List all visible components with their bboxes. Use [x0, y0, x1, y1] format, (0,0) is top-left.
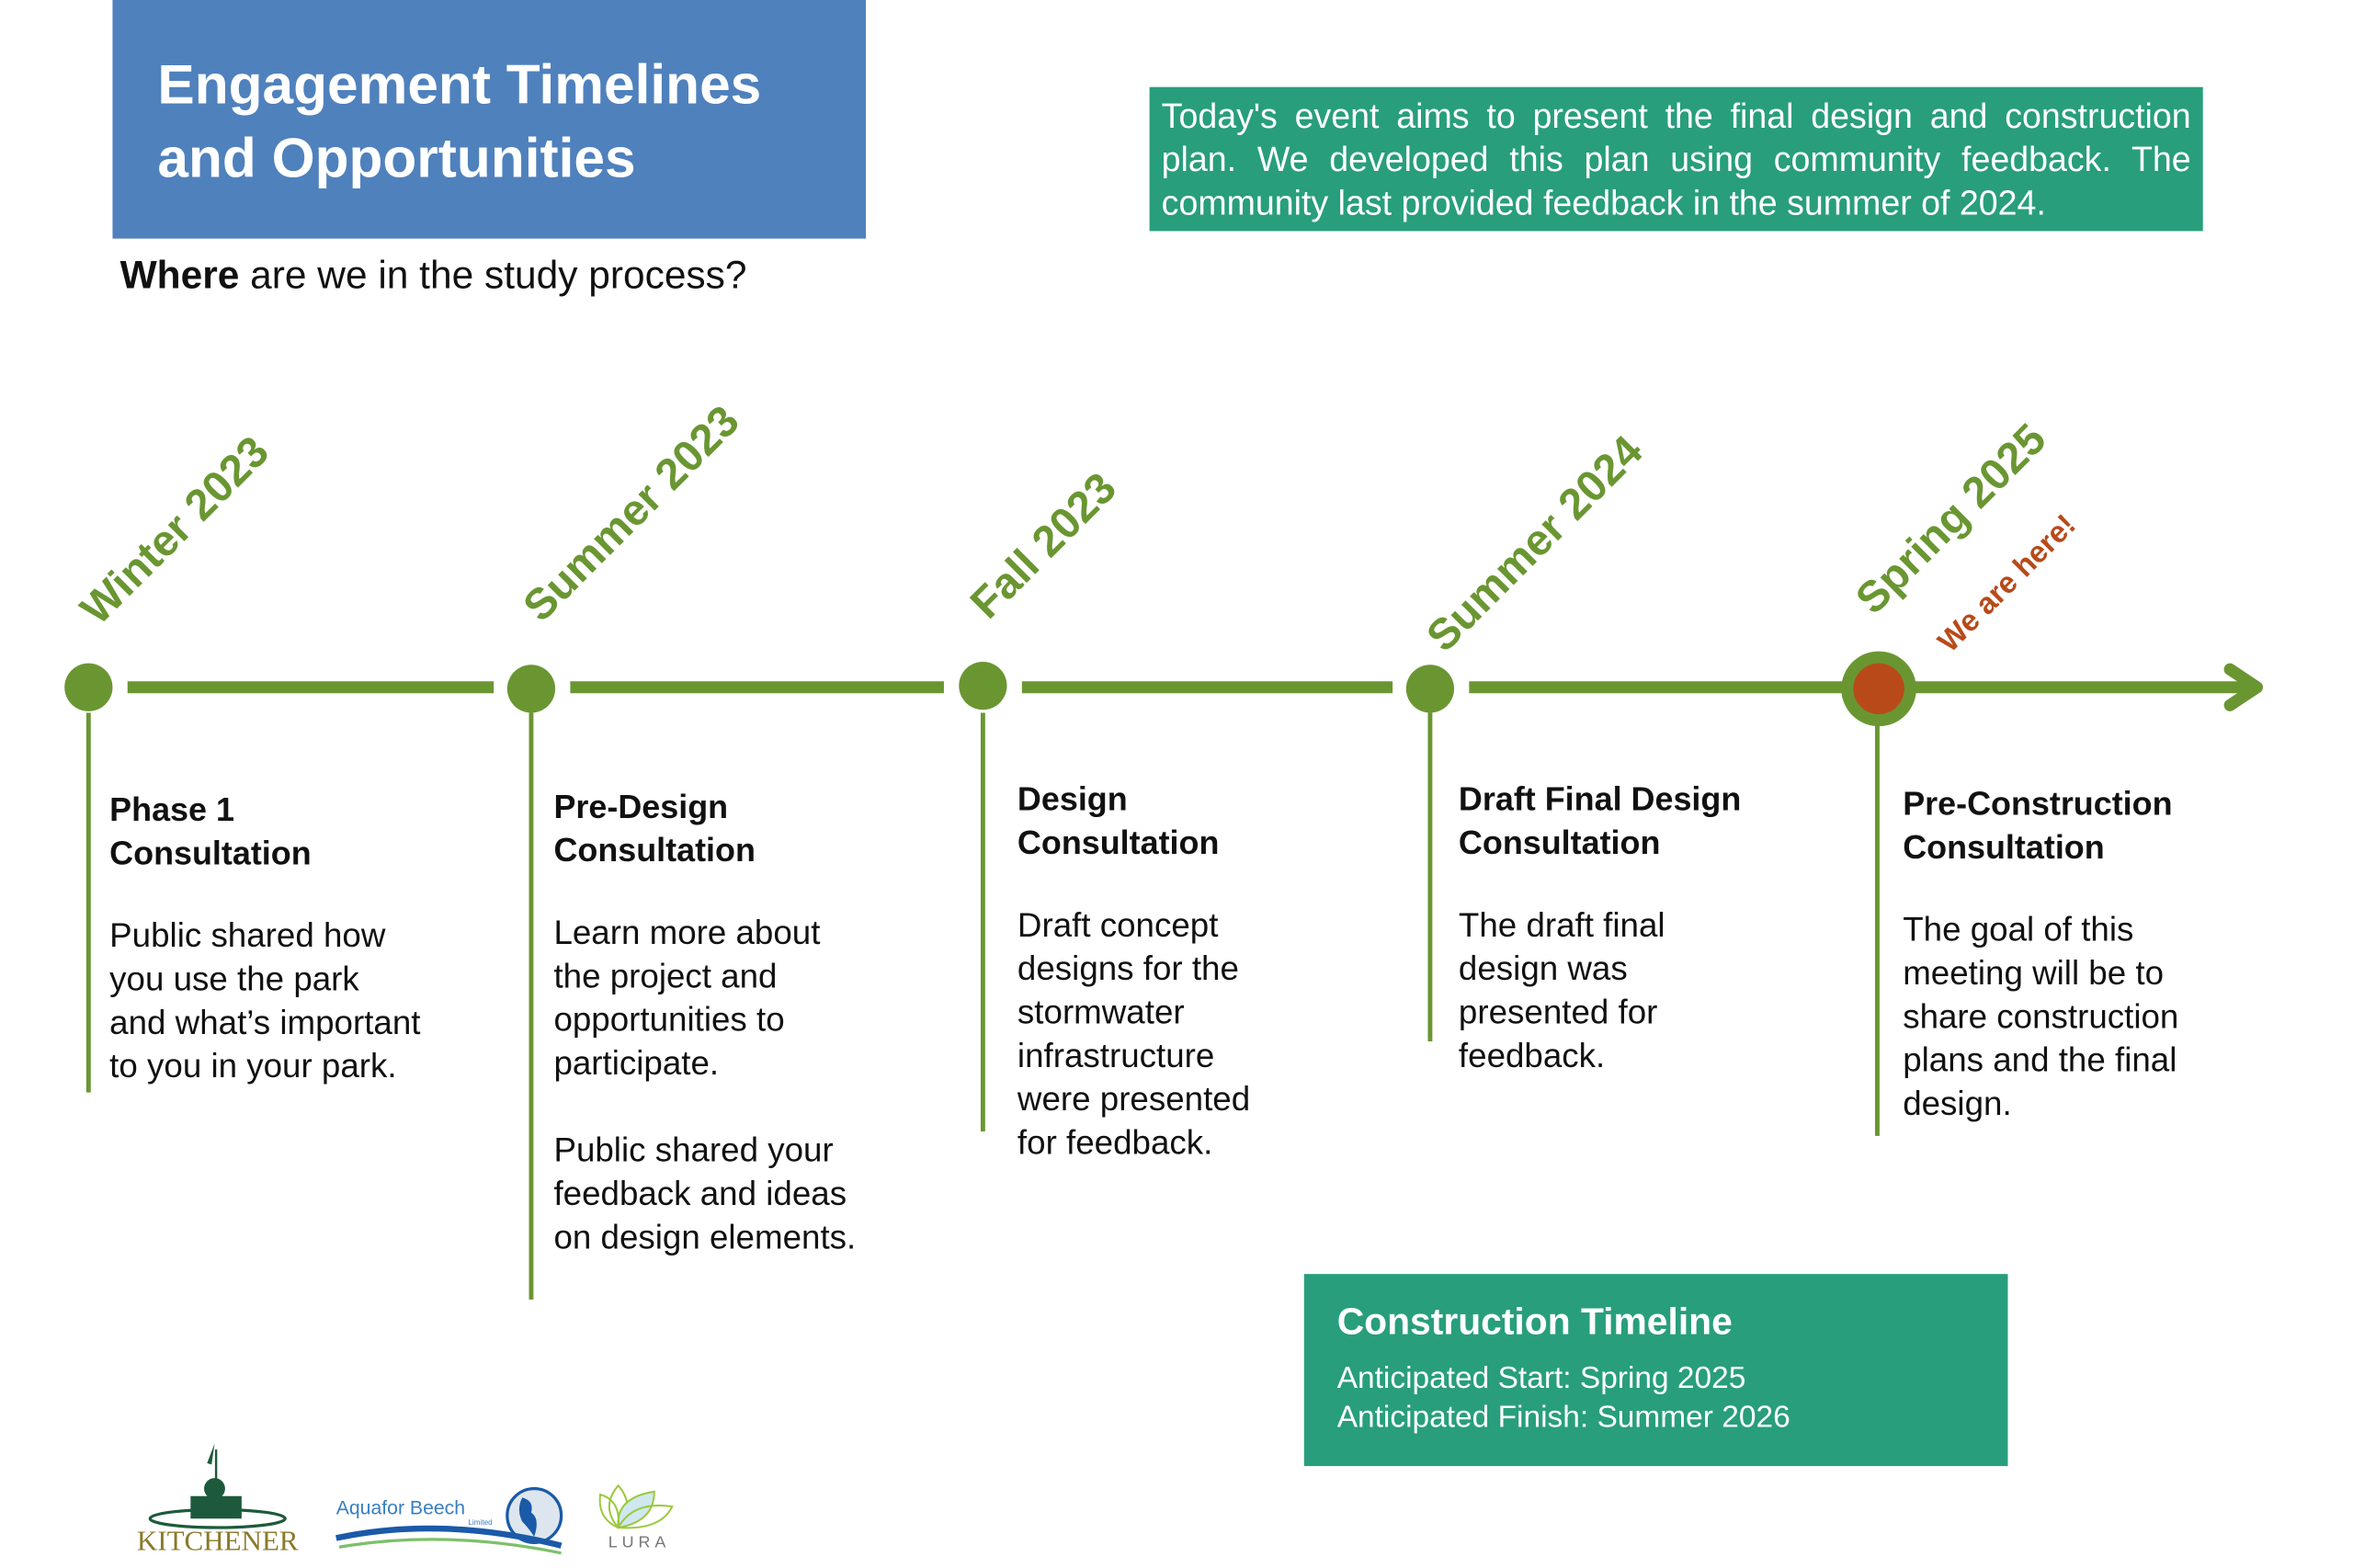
stage-description: Public shared how you use the park and w…	[109, 916, 421, 1085]
stage-description: Public shared your feedback and ideas on…	[553, 1131, 857, 1256]
stage-draft-final: Draft Final Design Consultation The draf…	[1459, 778, 1789, 1121]
timeline-node	[64, 663, 113, 711]
stage-title: Draft Final Design Consultation	[1458, 779, 1742, 862]
current-node	[1853, 663, 1904, 715]
timeline-node	[959, 661, 1007, 710]
construction-timeline-box: Construction Timeline Anticipated Start:…	[1303, 1274, 2008, 1467]
subtitle: Where are we in the study process?	[119, 252, 747, 298]
construction-finish: Anticipated Finish: Summer 2026	[1336, 1400, 1790, 1435]
timeline-node	[1405, 665, 1455, 713]
stage-pre-construction: Pre-Construction Consultation The goal o…	[1903, 782, 2233, 1169]
stage-description: Draft concept designs for the stormwater…	[1017, 906, 1251, 1162]
stage-title: Pre-Construction Consultation	[1903, 784, 2173, 867]
timeline-node	[506, 665, 556, 713]
stage-description: The goal of this meeting will be to shar…	[1903, 911, 2179, 1123]
stage-title: Pre-Design Consultation	[553, 788, 756, 869]
stage-description: The draft final design was presented for…	[1458, 906, 1665, 1074]
stage-title: Design Consultation	[1017, 779, 1220, 862]
construction-title: Construction Timeline	[1336, 1301, 1733, 1344]
stage-title: Phase 1 Consultation	[109, 790, 312, 872]
stage-design: Design Consultation Draft concept design…	[1017, 778, 1347, 1209]
stage-description: Learn more about the project and opportu…	[553, 914, 821, 1083]
intro-box: Today's event aims to present the final …	[1149, 86, 2203, 232]
arrow-head-icon	[2223, 663, 2264, 711]
stage-pre-design: Pre-Design Consultation Learn more about…	[553, 785, 883, 1302]
construction-start: Anticipated Start: Spring 2025	[1336, 1360, 1746, 1396]
stage-phase-1: Phase 1 Consultation Public shared how y…	[109, 788, 439, 1131]
